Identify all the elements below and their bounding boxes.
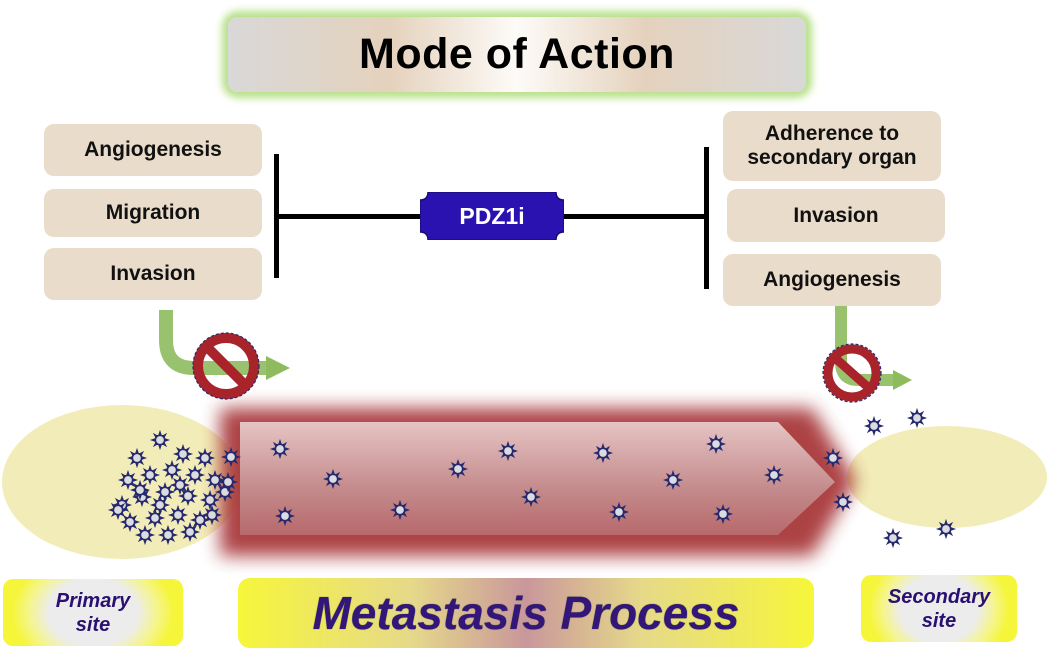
tumor-cell-icon (172, 443, 194, 465)
left-connector-line (276, 214, 422, 219)
tumor-cell-icon (220, 446, 242, 468)
primary-process-migration: Migration (44, 189, 262, 237)
pdz1i-badge: PDZ1i (419, 191, 565, 241)
tumor-cell-icon (608, 501, 630, 523)
tumor-cell-icon (705, 433, 727, 455)
tumor-cell-icon (134, 524, 156, 546)
prohibition-icon (822, 343, 882, 403)
primary-process-angiogenesis: Angiogenesis (44, 124, 262, 176)
secondary-process-angiogenesis: Angiogenesis (723, 254, 941, 306)
tumor-cell-icon (217, 471, 239, 493)
tumor-cell-icon (167, 504, 189, 526)
process-label: Angiogenesis (763, 268, 901, 291)
tumor-cell-icon (126, 447, 148, 469)
tumor-cell-icon (139, 464, 161, 486)
prohibition-icon (192, 332, 260, 400)
tumor-cell-icon (161, 459, 183, 481)
metastasis-vessel-arrow (240, 422, 835, 535)
tumor-cell-icon (497, 440, 519, 462)
tumor-cell-icon (592, 442, 614, 464)
secondary-process-invasion: Invasion (727, 189, 945, 242)
process-label: Invasion (110, 262, 196, 285)
tumor-cell-icon (179, 521, 201, 543)
tumor-cell-icon (157, 524, 179, 546)
tumor-cell-icon (169, 474, 191, 496)
tumor-cell-icon (107, 499, 129, 521)
pdz1i-label: PDZ1i (459, 202, 525, 229)
secondary-site-ellipse (847, 426, 1047, 528)
process-label: Migration (105, 201, 201, 224)
tumor-cell-icon (194, 447, 216, 469)
right-connector-line (562, 214, 707, 219)
secondary-site-line1: Secondary (887, 585, 991, 608)
tumor-cell-icon (712, 503, 734, 525)
tumor-cell-icon (149, 429, 171, 451)
process-label: Adherence to secondary organ (747, 122, 916, 170)
tumor-cell-icon (199, 489, 221, 511)
tumor-cell-icon (184, 464, 206, 486)
process-label: Invasion (793, 203, 879, 227)
tumor-cell-icon (662, 469, 684, 491)
tumor-cell-icon (117, 469, 139, 491)
tumor-cell-icon (201, 504, 223, 526)
process-label-line1: Adherence to (764, 122, 900, 145)
secondary-site-label: Secondary site (861, 575, 1017, 642)
primary-site-line2: site (75, 613, 111, 636)
tumor-cell-icon (882, 527, 904, 549)
process-label: Angiogenesis (84, 138, 222, 161)
tumor-cell-icon (520, 486, 542, 508)
tumor-cell-icon (447, 458, 469, 480)
secondary-site-line2: site (921, 609, 957, 632)
primary-site-label: Primary site (3, 579, 183, 646)
secondary-process-adherence: Adherence to secondary organ (723, 111, 941, 181)
tumor-cell-icon (322, 468, 344, 490)
title-banner: Mode of Action (228, 17, 806, 92)
tumor-cell-icon (269, 438, 291, 460)
tumor-cell-icon (274, 505, 296, 527)
tumor-cell-icon (763, 464, 785, 486)
tumor-cell-icon (149, 494, 171, 516)
secondary-site-text: Secondary site (888, 585, 990, 633)
tumor-cell-icon (822, 447, 844, 469)
primary-site-ellipse (2, 405, 242, 559)
tumor-cell-icon (935, 518, 957, 540)
tumor-cell-icon (832, 491, 854, 513)
metastasis-process-banner: Metastasis Process (238, 578, 814, 648)
process-label-line2: secondary organ (747, 146, 917, 169)
primary-site-text: Primary site (56, 589, 131, 637)
tumor-cell-icon (863, 415, 885, 437)
tumor-cell-icon (389, 499, 411, 521)
primary-site-line1: Primary (55, 589, 131, 612)
page-title: Mode of Action (359, 30, 675, 78)
tumor-cell-icon (906, 407, 928, 429)
tumor-cell-icon (129, 479, 151, 501)
metastasis-process-label: Metastasis Process (312, 587, 740, 639)
primary-process-invasion: Invasion (44, 248, 262, 300)
